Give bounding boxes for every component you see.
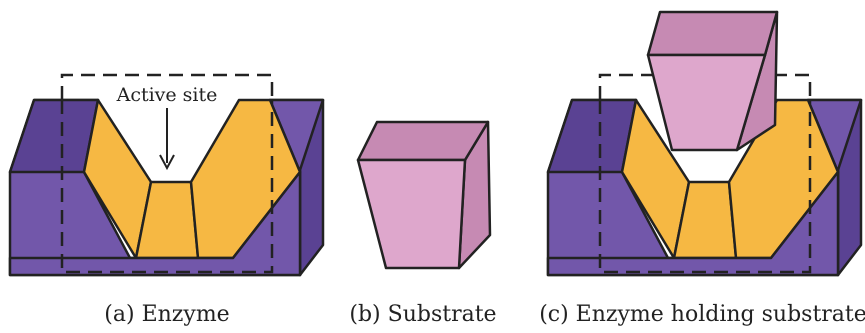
enzyme-top-left-a <box>10 100 98 172</box>
caption-a: (a) Enzyme <box>104 302 229 327</box>
active-site-label: Active site <box>116 84 218 106</box>
substrate-top-face-c <box>648 12 777 55</box>
caption-b: (b) Substrate <box>349 302 496 327</box>
substrate-b <box>358 122 490 268</box>
substrate-top-face-b <box>358 122 488 160</box>
substrate-front-face-b <box>358 160 465 268</box>
caption-c: (c) Enzyme holding substrate <box>539 302 865 327</box>
substrate-c <box>648 12 777 150</box>
enzyme-top-left-c <box>548 100 636 172</box>
